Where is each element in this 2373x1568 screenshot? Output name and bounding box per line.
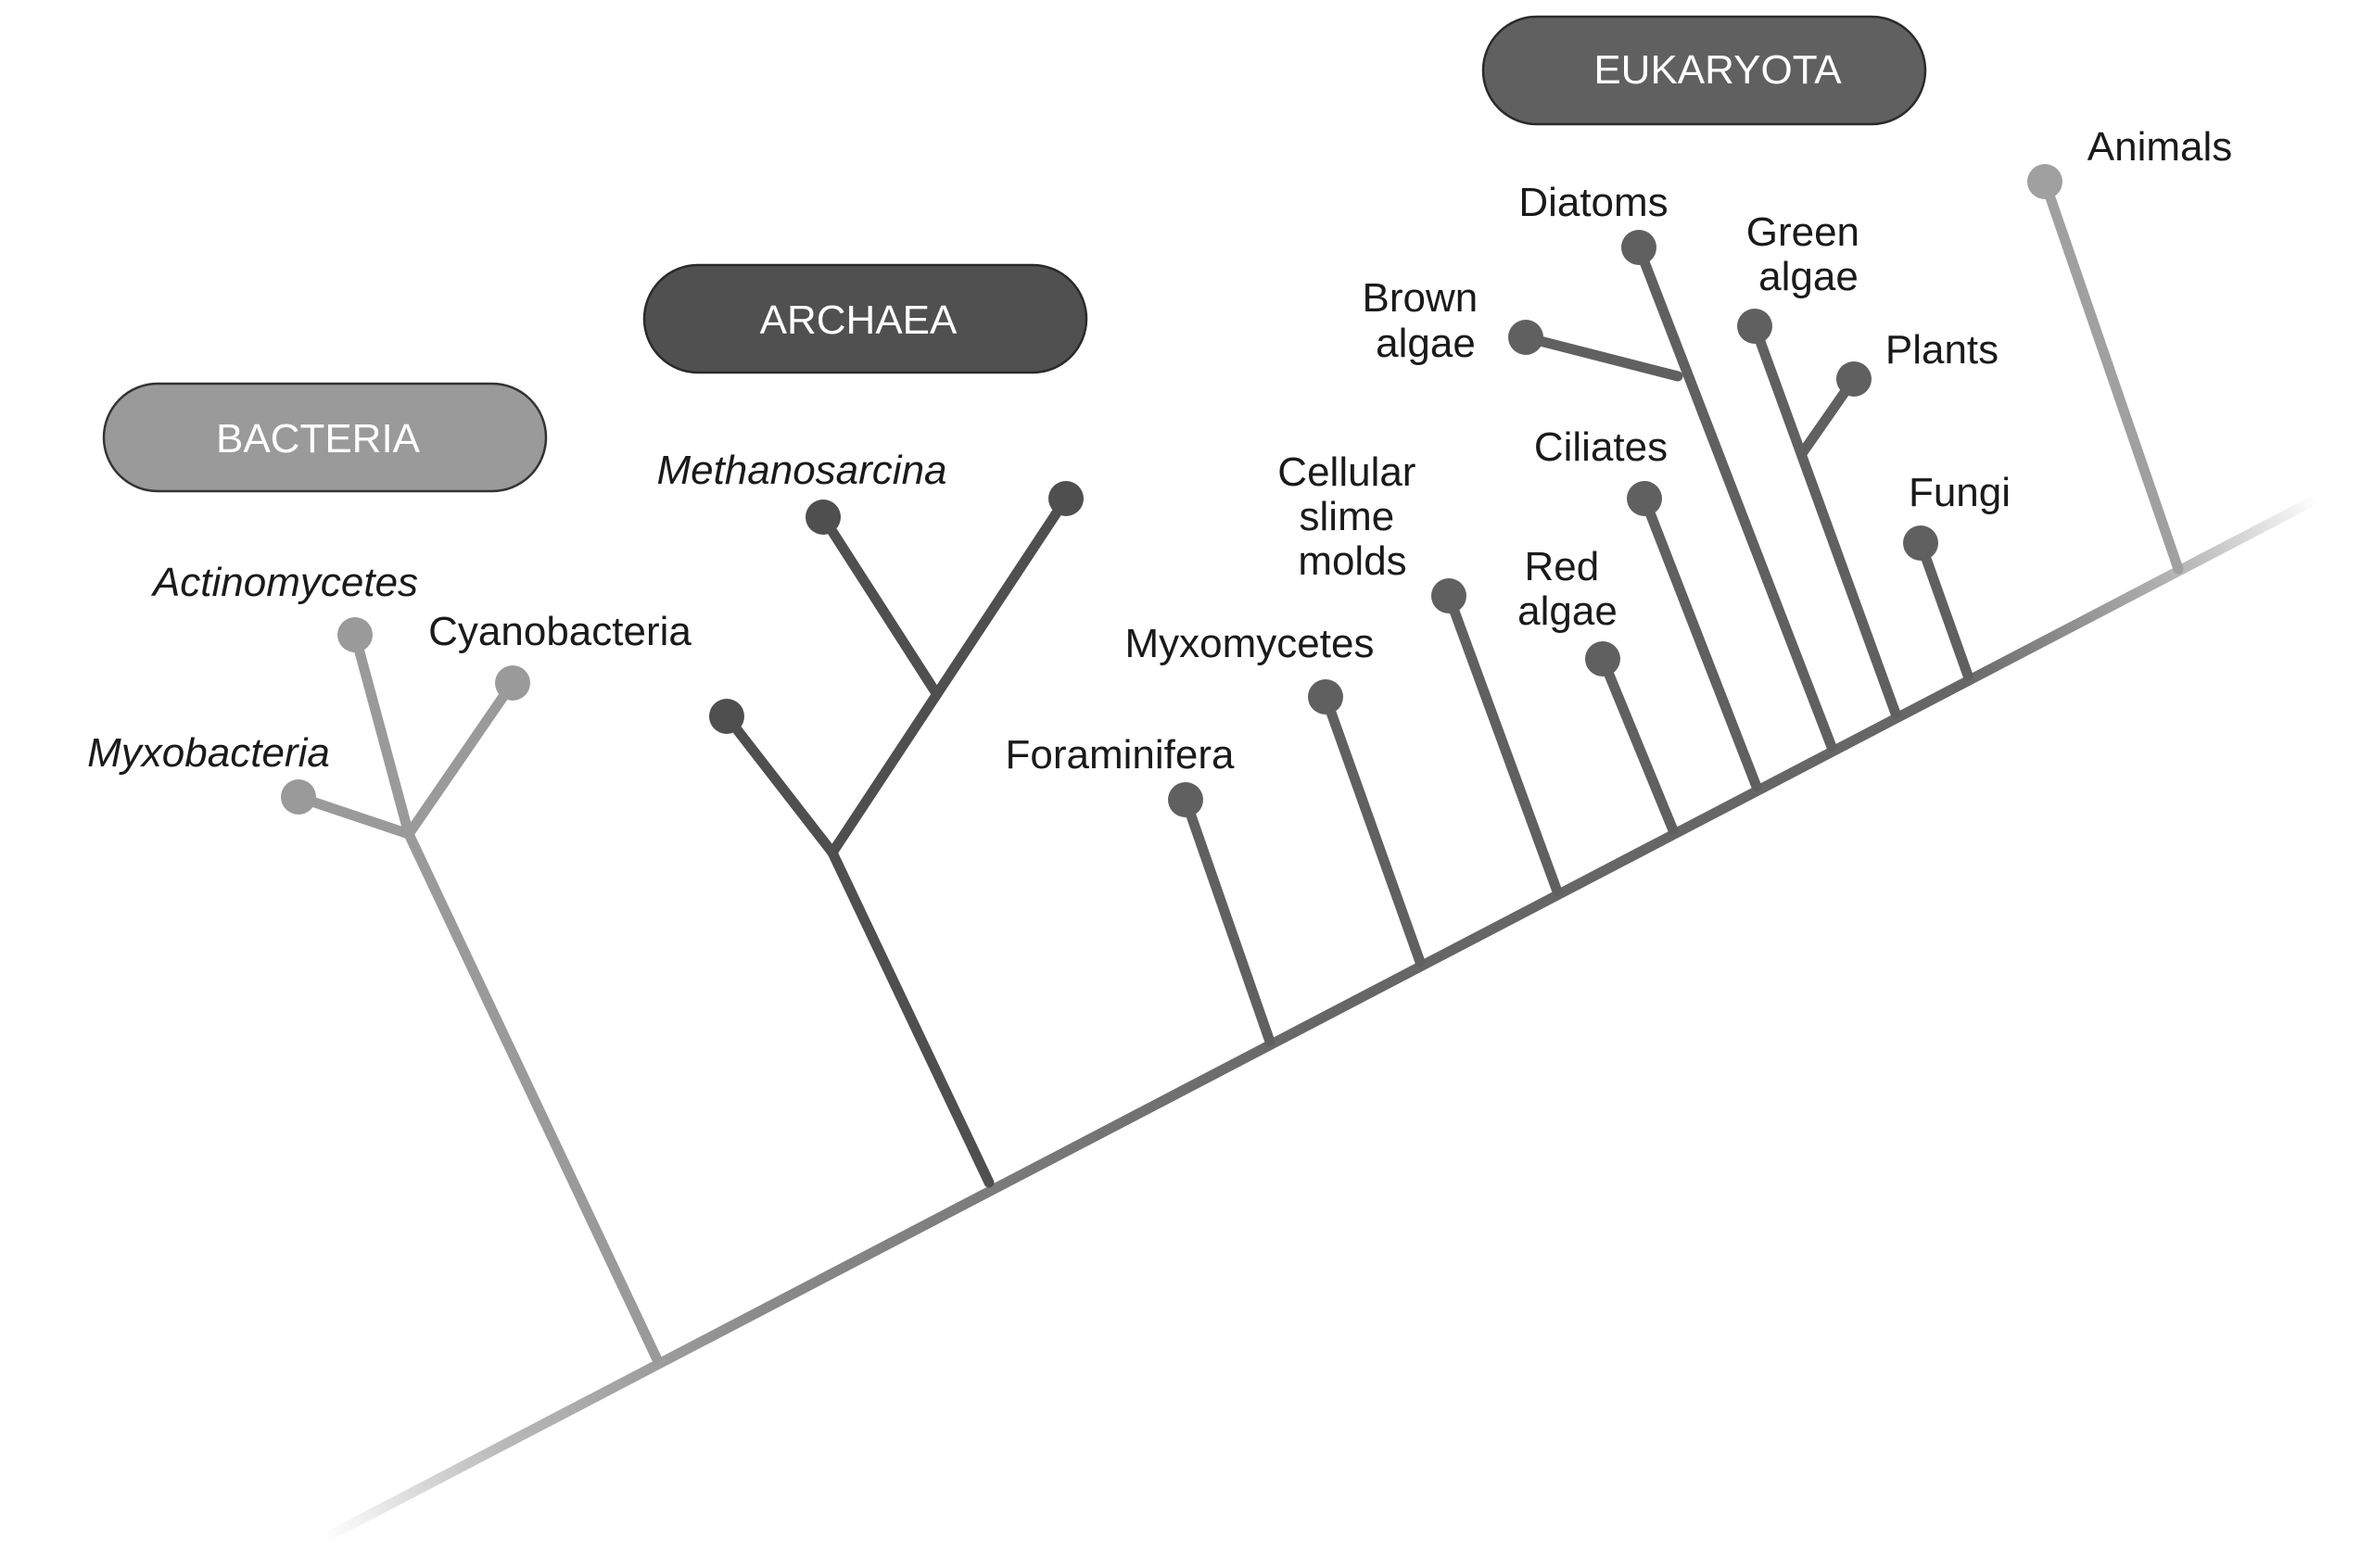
plants-node (1836, 361, 1872, 397)
brown-algae-branch (1520, 332, 1683, 382)
archaea-left-node (709, 699, 744, 734)
archaea-branch (721, 493, 1072, 1188)
archaea-left-branch (721, 711, 838, 858)
cellular-slime-molds-line-2: slime (1300, 494, 1395, 539)
bacteria-leaves (281, 617, 530, 815)
red-algae-line-2: algae (1517, 588, 1618, 634)
eukaryota-domain-pill: EUKARYOTA (1481, 15, 1927, 126)
animals-branch (2039, 176, 2184, 575)
brown-algae-label: Brown algae (1363, 275, 1490, 366)
cellular-slime-molds-branch (1443, 590, 1563, 897)
cellular-slime-molds-line-3: molds (1298, 538, 1406, 584)
cellular-slime-molds-line-1: Cellular (1277, 449, 1415, 495)
archaea-right-node (1048, 481, 1084, 516)
actinomycetes-label: Actinomycetes (150, 560, 418, 605)
red-algae-node (1585, 641, 1620, 677)
animals-node (2027, 164, 2062, 199)
fungi-node (1903, 525, 1938, 561)
bacteria-domain-label: BACTERIA (216, 416, 421, 462)
myxobacteria-node (281, 779, 316, 815)
methanosarcina-label: Methanosarcina (656, 448, 946, 493)
green-algae-line-2: algae (1758, 254, 1859, 299)
brown-algae-line-1: Brown (1363, 275, 1478, 321)
eukaryota-branches (1180, 242, 1973, 1047)
fungi-label: Fungi (1909, 470, 2011, 515)
myxobacteria-label: Myxobacteria (87, 730, 330, 776)
red-algae-branch (1597, 653, 1679, 836)
fungi-branch (1915, 537, 1973, 681)
cyanobacteria-branch (403, 677, 518, 840)
brown-algae-node (1508, 320, 1543, 355)
green-algae-stem (1749, 321, 1901, 719)
plants-label: Plants (1885, 327, 1999, 373)
cyanobacteria-label: Cyanobacteria (428, 609, 692, 654)
green-algae-node (1737, 309, 1772, 344)
ciliates-branch (1639, 493, 1762, 792)
ciliates-label: Ciliates (1534, 424, 1668, 470)
eukaryota-leaves (1168, 230, 1938, 817)
eukaryota-pill-shape (1481, 15, 1927, 126)
archaea-upper-branch (827, 493, 1072, 858)
foraminifera-label: Foraminifera (1006, 732, 1235, 778)
actinomycetes-node (337, 617, 373, 652)
diatoms-node (1621, 230, 1656, 265)
myxomycetes-node (1308, 679, 1343, 714)
red-algae-line-1: Red (1525, 544, 1600, 589)
myxobacteria-branch (293, 791, 414, 840)
bacteria-branch (293, 629, 662, 1363)
red-algae-label: Red algae (1517, 544, 1618, 634)
actinomycetes-branch (349, 629, 414, 840)
bacteria-stem (403, 828, 662, 1363)
archaea-pill-shape (642, 263, 1088, 374)
cellular-slime-molds-node (1431, 578, 1466, 613)
myxomycetes-branch (1320, 691, 1426, 967)
cellular-slime-molds-label: Cellular slime molds (1277, 449, 1427, 584)
ciliates-node (1627, 481, 1662, 516)
diatoms-stem (1633, 242, 1837, 752)
bacteria-pill-shape (102, 382, 548, 493)
green-algae-line-1: Green (1746, 209, 1859, 255)
diatoms-label: Diatoms (1518, 180, 1668, 225)
methanosarcina-branch (818, 512, 940, 696)
brown-algae-line-2: algae (1376, 321, 1476, 366)
archaea-leaves (709, 481, 1084, 734)
archaea-stem (827, 847, 995, 1188)
foraminifera-branch (1180, 794, 1275, 1047)
foraminifera-node (1168, 782, 1203, 817)
archaea-domain-pill: ARCHAEA (642, 263, 1088, 374)
bacteria-domain-pill: BACTERIA (102, 382, 548, 493)
archaea-domain-label: ARCHAEA (760, 297, 958, 343)
animals-label: Animals (2087, 124, 2233, 170)
eukaryota-domain-label: EUKARYOTA (1593, 47, 1842, 93)
cyanobacteria-node (495, 665, 530, 701)
methanosarcina-node (806, 499, 841, 535)
myxomycetes-label: Myxomycetes (1125, 621, 1375, 666)
green-algae-label: Green algae (1746, 209, 1872, 299)
trunk-line (322, 494, 2320, 1543)
